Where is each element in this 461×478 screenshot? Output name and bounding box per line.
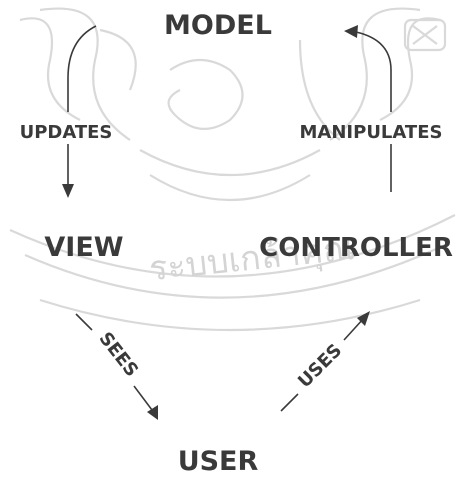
- node-user: USER: [178, 446, 259, 477]
- watermark-arc-outer: [9, 214, 456, 278]
- watermark-emblem-box: [403, 18, 447, 52]
- watermark-flame-left-3: [99, 28, 137, 91]
- watermark-ornament-flourish: [149, 174, 311, 202]
- edge-sees-arrowhead: [147, 405, 158, 420]
- edge-label-uses: USES: [294, 340, 346, 392]
- edge-updates-line: [67, 25, 97, 112]
- edge-sees-line-upper: [75, 313, 93, 331]
- edge-manipulates-arrowhead: [344, 25, 358, 38]
- edge-manipulates-line-upper: [355, 31, 392, 112]
- edge-sees-line-lower: [133, 385, 153, 411]
- edge-label-manipulates: MANIPULATES: [300, 122, 443, 143]
- node-view: VIEW: [44, 232, 123, 263]
- edge-uses-arrowhead: [357, 311, 370, 326]
- edge-updates-arrowhead: [62, 184, 74, 198]
- node-controller: CONTROLLER: [259, 233, 453, 263]
- watermark-ornament-loop: [139, 149, 321, 176]
- node-model: MODEL: [164, 10, 272, 41]
- edge-uses-line-lower: [280, 393, 299, 412]
- watermark-flame-right-2: [329, 7, 421, 141]
- watermark-arc-inner: [24, 244, 446, 299]
- watermark-emblem-cross: [412, 25, 438, 45]
- watermark-flame-left-1: [19, 17, 81, 121]
- edge-label-updates: UPDATES: [20, 122, 113, 143]
- edge-label-sees: SEES: [95, 328, 143, 381]
- watermark-arc-bottom: [39, 298, 421, 332]
- watermark-flame-right-3: [298, 39, 341, 141]
- watermark-flame-left-2: [39, 7, 131, 141]
- watermark-ornament-center: [167, 59, 244, 130]
